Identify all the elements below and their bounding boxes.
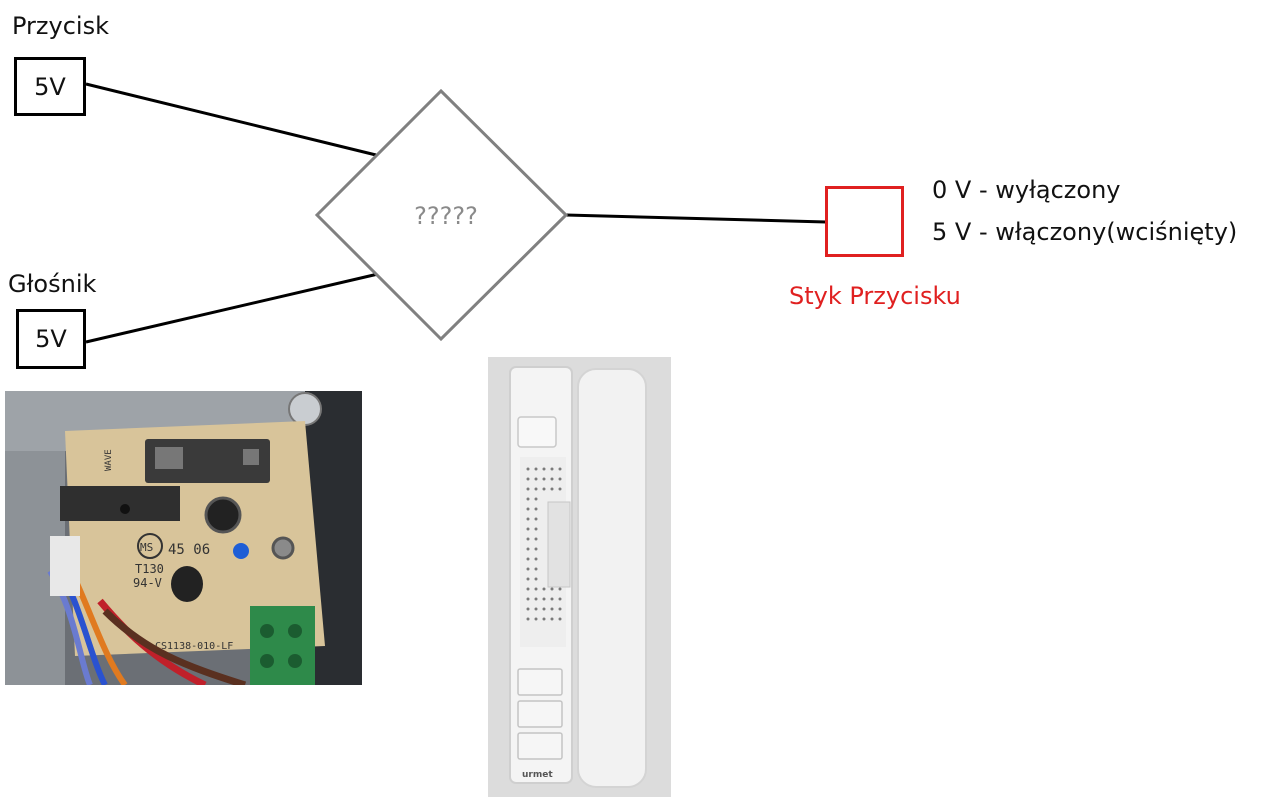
state-off-label: 0 V - wyłączony xyxy=(932,176,1121,204)
speaker-grille xyxy=(526,467,562,621)
svg-text:T130: T130 xyxy=(135,562,164,576)
svg-text:WAVE: WAVE xyxy=(104,449,114,471)
wire-unknown-to-contact xyxy=(565,213,827,224)
pcb-photo: MS 45 06 T130 94-V CS1138-010-LF WAVE xyxy=(5,391,362,685)
button-voltage-box: 5V xyxy=(14,57,86,116)
svg-text:urmet: urmet xyxy=(522,770,553,780)
intercom-photo-drawing: urmet xyxy=(488,357,671,797)
svg-text:45 06: 45 06 xyxy=(168,542,210,558)
pcb-photo-drawing: MS 45 06 T130 94-V CS1138-010-LF WAVE xyxy=(5,391,362,685)
wire-button-to-unknown xyxy=(85,82,377,157)
speaker-title: Głośnik xyxy=(8,270,97,298)
wire-speaker-to-unknown xyxy=(85,272,379,344)
contact-title: Styk Przycisku xyxy=(789,282,961,310)
unknown-device-label: ????? xyxy=(414,202,478,230)
intercom-photo: urmet xyxy=(488,357,671,797)
button-contact-box xyxy=(825,186,904,257)
svg-text:MS: MS xyxy=(140,541,153,554)
svg-text:CS1138-010-LF: CS1138-010-LF xyxy=(155,641,233,652)
svg-text:94-V: 94-V xyxy=(133,576,162,590)
button-title: Przycisk xyxy=(12,12,109,40)
state-on-label: 5 V - włączony(wciśnięty) xyxy=(932,218,1238,246)
unknown-device-diamond xyxy=(314,88,569,342)
speaker-voltage-box: 5V xyxy=(16,309,86,369)
